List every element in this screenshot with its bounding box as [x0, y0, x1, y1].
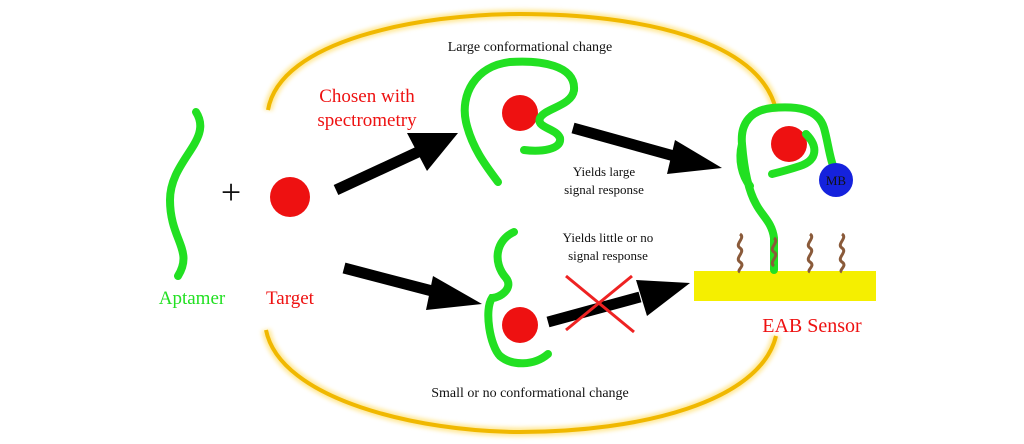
target-label: Target: [266, 288, 315, 309]
yields-little-line2: signal response: [568, 248, 648, 263]
yields-large-line2: signal response: [564, 182, 644, 197]
surface-linkers: [736, 232, 846, 274]
chosen-label-line1: Chosen with: [319, 86, 415, 107]
chosen-label-line2: spectrometry: [317, 110, 417, 131]
sensor-aptamer-complex: [736, 103, 838, 274]
ellipse-boundary: [261, 9, 781, 437]
aptamer-strand-free: [165, 108, 205, 280]
yields-large-line1: Yields large: [573, 164, 635, 179]
small-change-caption: Small or no conformational change: [431, 386, 629, 401]
arrow-to-large-change: [333, 133, 458, 195]
plus-sign: +: [221, 172, 241, 212]
aptamer-label: Aptamer: [159, 288, 226, 309]
target-molecule: [270, 177, 310, 217]
electrode-surface: [694, 271, 876, 301]
arrow-to-sensor: [571, 122, 722, 174]
folded-aptamer-complex: [460, 57, 578, 186]
methylene-blue-tag: [819, 163, 853, 197]
eab-sensor-label: EAB Sensor: [762, 315, 862, 337]
arrow-to-small-change: [342, 262, 482, 310]
unfolded-aptamer-complex: [484, 228, 552, 368]
sensor-linker-bound: [770, 236, 778, 268]
large-change-caption: Large conformational change: [448, 40, 613, 55]
mb-label: MB: [826, 173, 847, 188]
blocked-arrow: [546, 280, 690, 328]
yields-little-line1: Yields little or no: [563, 230, 654, 245]
cross-mark: [565, 274, 635, 334]
